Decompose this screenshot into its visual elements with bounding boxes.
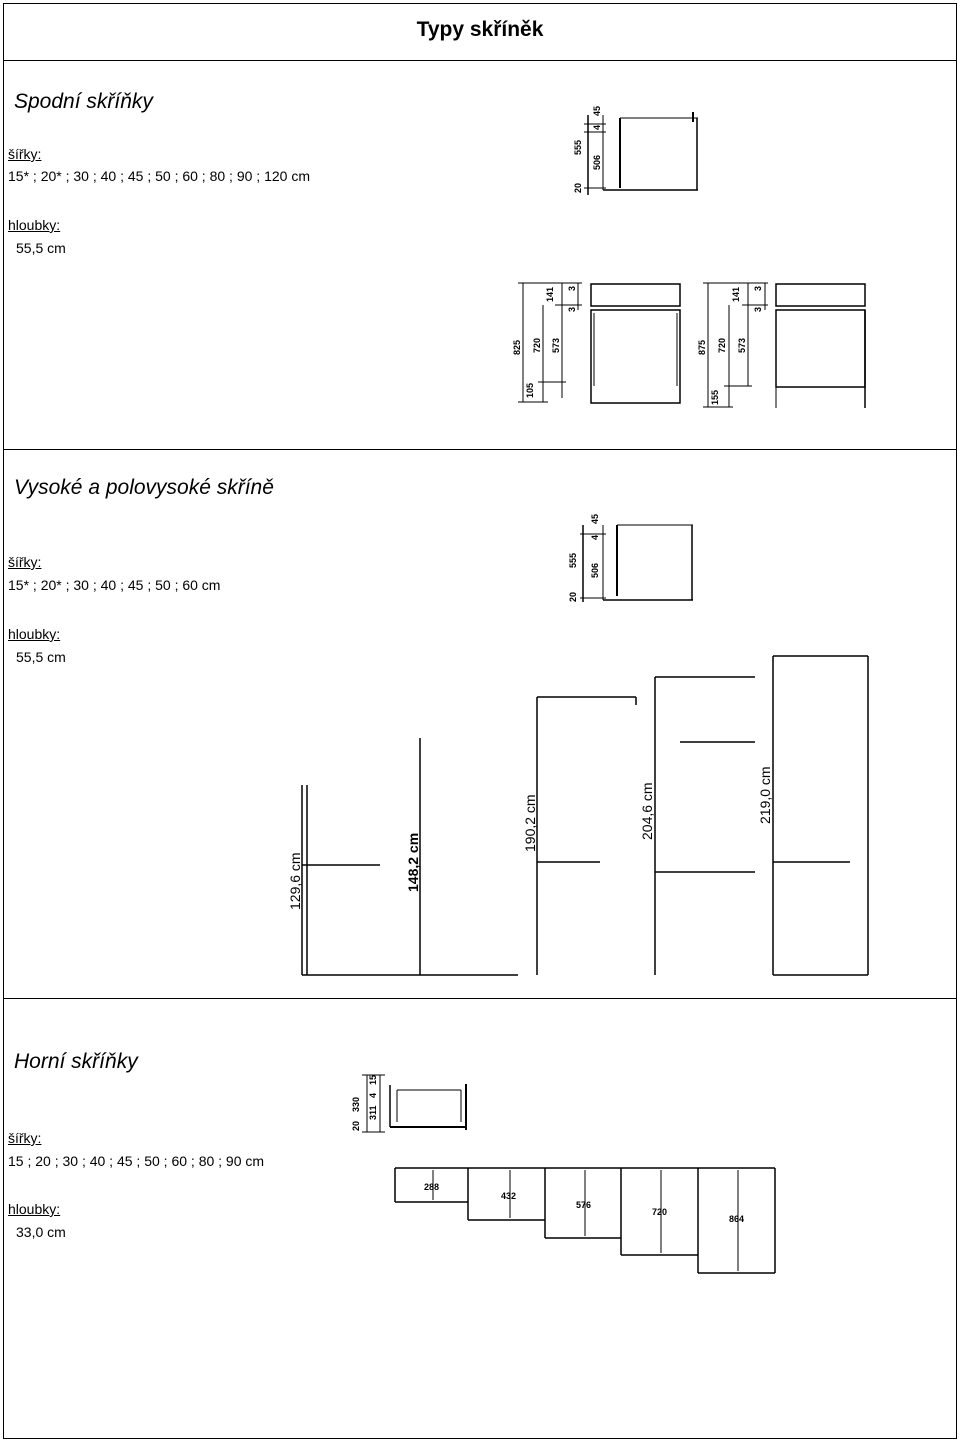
dim-label: 3 <box>753 307 763 312</box>
dim-label: 45 <box>590 514 600 524</box>
dim-label: 555 <box>573 140 583 155</box>
height-label-3: 190,2 cm <box>522 794 538 852</box>
dim-label: 576 <box>576 1200 591 1210</box>
dim-label: 3 <box>567 307 577 312</box>
depth-value-tall: 55,5 cm <box>16 649 66 665</box>
dim-label: 45 <box>592 106 602 116</box>
dim-label: 3 <box>567 286 577 291</box>
dim-label: 720 <box>717 338 727 353</box>
dim-label: 3 <box>753 286 763 291</box>
widths-label-wall: šířky: <box>8 1130 42 1146</box>
dim-label: 720 <box>652 1207 667 1217</box>
section-title-tall: Vysoké a polovysoké skříně <box>14 476 274 499</box>
widths-label-tall: šířky: <box>8 554 42 570</box>
dim-label: 864 <box>729 1214 744 1224</box>
depth-value-wall: 33,0 cm <box>16 1224 66 1240</box>
dim-label: 20 <box>568 592 578 602</box>
depth-value-base: 55,5 cm <box>16 240 66 256</box>
dim-label: 330 <box>351 1097 361 1112</box>
wall-cabinets-drawing <box>394 1167 776 1274</box>
height-label-5: 219,0 cm <box>757 766 773 824</box>
dim-label: 4 <box>368 1093 378 1098</box>
tall-cabinets-drawing <box>301 655 869 976</box>
dim-label: 720 <box>532 338 542 353</box>
dim-label: 141 <box>545 287 555 302</box>
dim-label: 506 <box>592 155 602 170</box>
dim-label: 4 <box>590 535 600 540</box>
section-title-wall: Horní skříňky <box>14 1050 138 1073</box>
tall-side-profile-drawing <box>580 524 693 602</box>
page-frame <box>3 3 957 1439</box>
dim-label: 155 <box>710 390 720 405</box>
section-divider-2 <box>3 998 957 999</box>
dim-label: 573 <box>737 338 747 353</box>
base-front-view-a-drawing <box>518 282 681 404</box>
depths-label-tall: hloubky: <box>8 626 61 642</box>
dim-label: 15 <box>368 1075 378 1085</box>
widths-value-tall: 15* ; 20* ; 30 ; 40 ; 45 ; 50 ; 60 cm <box>8 577 221 593</box>
page-title: Typy skříněk <box>416 18 544 41</box>
depths-label-base: hloubky: <box>8 217 61 233</box>
dim-label: 825 <box>512 340 522 355</box>
base-front-view-b-drawing <box>703 282 866 408</box>
section-divider-1 <box>3 449 957 450</box>
widths-label-base: šířky: <box>8 146 42 162</box>
dim-label: 20 <box>573 183 583 193</box>
section-title-base: Spodní skříňky <box>14 90 153 113</box>
dim-label: 555 <box>568 553 578 568</box>
dim-label: 141 <box>731 287 741 302</box>
height-label-2: 148,2 cm <box>405 833 421 892</box>
base-side-profile-drawing <box>584 112 698 195</box>
dim-label: 506 <box>590 563 600 578</box>
dim-label: 20 <box>351 1121 361 1131</box>
dim-label: 573 <box>551 338 561 353</box>
dim-label: 105 <box>525 383 535 398</box>
height-label-4: 204,6 cm <box>639 782 655 840</box>
wall-side-profile-drawing <box>362 1074 467 1133</box>
dim-label: 311 <box>368 1105 378 1120</box>
widths-value-base: 15* ; 20* ; 30 ; 40 ; 45 ; 50 ; 60 ; 80 … <box>8 168 310 184</box>
dim-label: 875 <box>697 340 707 355</box>
height-label-1: 129,6 cm <box>287 852 303 910</box>
dim-label: 432 <box>501 1191 516 1201</box>
dim-label: 4 <box>592 125 602 130</box>
widths-value-wall: 15 ; 20 ; 30 ; 40 ; 45 ; 50 ; 60 ; 80 ; … <box>8 1153 265 1169</box>
dim-label: 288 <box>424 1182 439 1192</box>
title-divider <box>3 60 957 61</box>
depths-label-wall: hloubky: <box>8 1201 61 1217</box>
